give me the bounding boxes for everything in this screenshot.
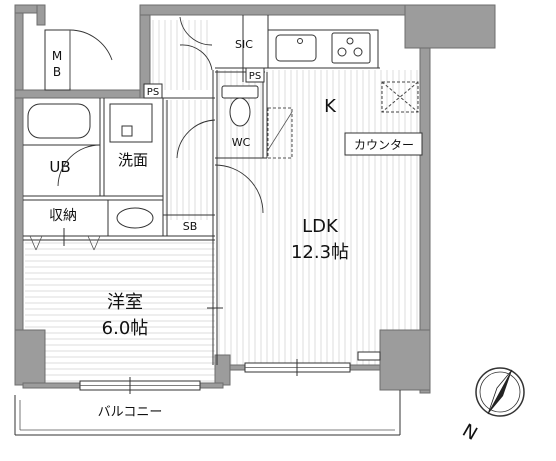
mb-door-swing: [69, 29, 113, 61]
kitchen-label: K: [324, 96, 337, 117]
range-hood: [381, 81, 419, 113]
bedroom-floor: [25, 238, 215, 383]
toilet-icon: [221, 85, 259, 127]
outdoor-unit: [357, 351, 381, 361]
ldk-size: 12.3帖: [291, 242, 349, 263]
bedroom-name: 洋室: [107, 292, 143, 313]
ps-box-right: [245, 67, 265, 83]
stove-icon: [331, 32, 371, 64]
compass-icon: [475, 367, 525, 417]
ldk-window: [244, 359, 351, 376]
counter-box: [344, 132, 423, 156]
north-label: N: [459, 420, 481, 445]
sic-door-swing: [179, 44, 213, 71]
mb-label-top: M: [52, 49, 62, 63]
ldk-floor-right: [380, 70, 422, 330]
bedroom-size: 6.0帖: [102, 318, 149, 339]
balcony: [14, 390, 401, 436]
storage-label: 収納: [49, 208, 77, 224]
washroom-label: 洗面: [118, 151, 148, 169]
wc-door-slide: [267, 107, 293, 159]
ub-door-swing: [57, 144, 101, 187]
interior-walls: [23, 15, 380, 365]
sb-label: SB: [183, 220, 198, 233]
ps-label-right: PS: [249, 71, 261, 82]
sic-label: SIC: [235, 38, 253, 51]
washer-drain: [121, 125, 133, 137]
mb-label-bottom: B: [53, 65, 61, 79]
corridor-floor: [165, 100, 213, 220]
counter-label: カウンター: [354, 138, 414, 152]
bedroom-window: [79, 377, 201, 394]
outer-walls: [14, 4, 496, 394]
ps-box-left: [143, 83, 163, 99]
hall-floor: [150, 20, 210, 90]
wc-door-diagonal: [267, 111, 293, 151]
washbasin-icon: [107, 199, 164, 237]
sink-drain: [297, 38, 303, 44]
ps-label-left: PS: [147, 87, 159, 98]
bathtub: [27, 103, 91, 139]
ldk-door-swing: [214, 164, 264, 214]
washroom-door-swing: [176, 119, 216, 159]
storage-doors: [29, 228, 101, 251]
wc-label: WC: [232, 136, 251, 149]
balcony-label: バルコニー: [98, 405, 163, 420]
ldk-name: LDK: [302, 216, 339, 237]
kitchen-sink: [275, 34, 317, 62]
entrance-door-swing: [179, 16, 213, 46]
